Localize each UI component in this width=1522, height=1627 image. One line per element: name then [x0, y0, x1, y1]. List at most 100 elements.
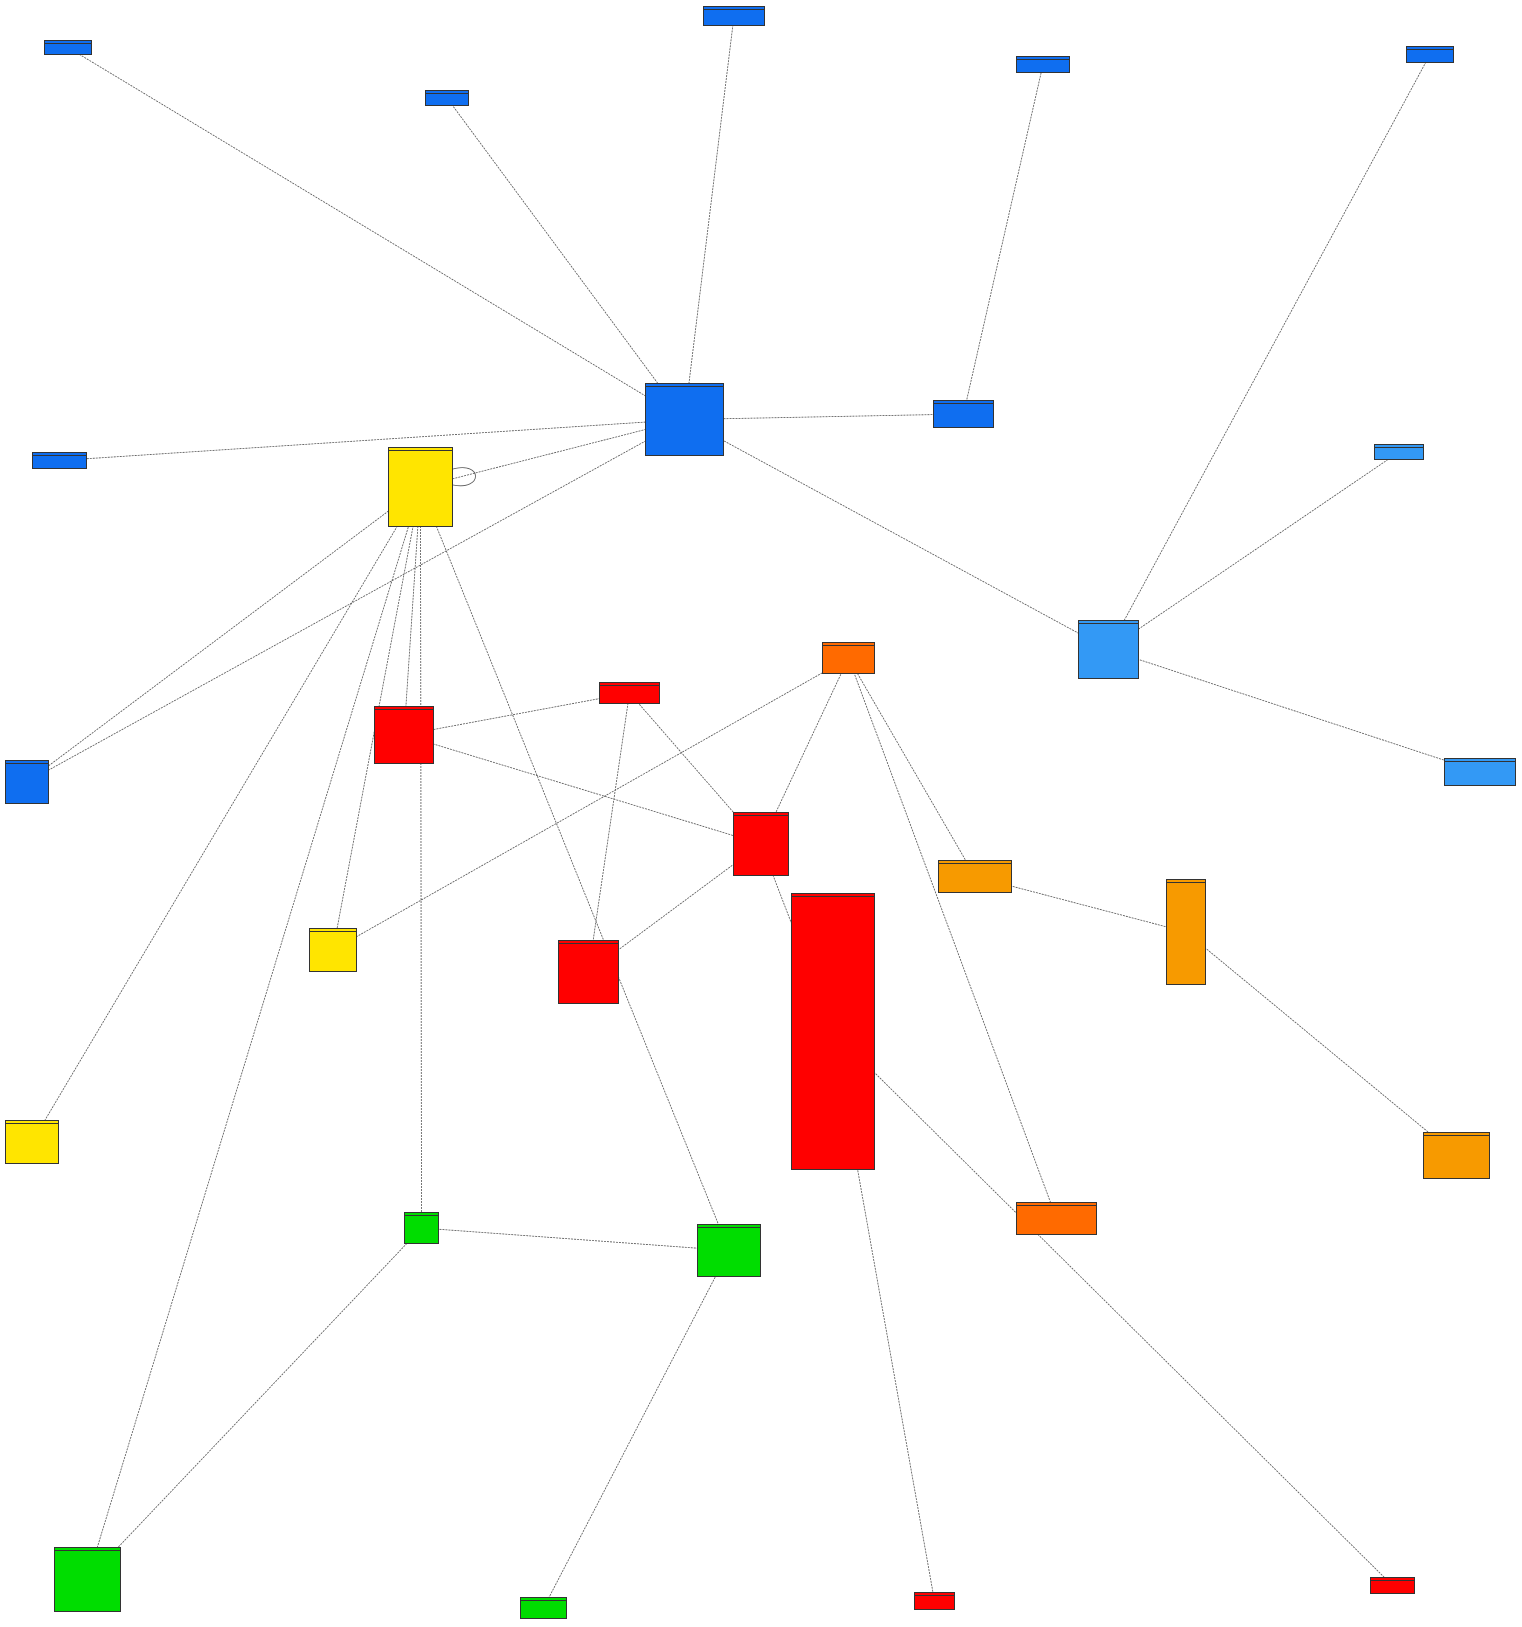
entity-box[interactable]: [1444, 758, 1516, 786]
relationship-line: [832, 1031, 1393, 1586]
entity-fields: [310, 932, 356, 970]
relationship-line: [1108, 649, 1481, 773]
relationship-line: [332, 657, 849, 951]
relationship-line: [963, 64, 1044, 415]
entity-title: [1375, 445, 1423, 448]
entity-field: [391, 524, 450, 526]
entity-fields: [1375, 448, 1423, 456]
relationship-line: [403, 734, 762, 845]
entity-title: [1371, 1578, 1414, 1581]
entity-title: [934, 401, 993, 404]
entity-fields: [521, 1601, 566, 1615]
entity-title: [646, 384, 723, 387]
entity-box[interactable]: [1423, 1132, 1490, 1179]
entity-fields: [1445, 762, 1515, 782]
entity-box[interactable]: [697, 1224, 761, 1277]
entity-box[interactable]: [388, 447, 453, 527]
entity-box[interactable]: [938, 860, 1012, 893]
entity-fields: [559, 944, 618, 1003]
entity-box[interactable]: [933, 400, 994, 428]
entity-box[interactable]: [558, 940, 619, 1004]
entity-fields: [375, 710, 433, 763]
entity-title: [45, 41, 91, 44]
entity-box[interactable]: [914, 1592, 955, 1610]
entity-field: [407, 1229, 436, 1235]
entity-fields: [6, 1124, 58, 1162]
relationship-line: [403, 486, 421, 736]
entity-fields: [1167, 883, 1205, 984]
self-relationship-loop: [452, 467, 476, 487]
entity-title: [405, 1213, 438, 1216]
entity-title: [521, 1598, 566, 1601]
entity-fields: [45, 44, 91, 52]
relationship-line: [420, 486, 422, 1229]
entity-box[interactable]: [1406, 46, 1454, 63]
entity-fields: [1371, 1581, 1414, 1589]
entity-field: [825, 665, 872, 671]
entity-box[interactable]: [374, 706, 434, 764]
entity-box[interactable]: [733, 812, 789, 876]
relationship-line: [1108, 54, 1431, 650]
entity-box[interactable]: [1374, 444, 1424, 460]
entity-box[interactable]: [822, 642, 875, 674]
entity-fields: [734, 816, 788, 875]
relationship-line: [31, 486, 421, 1143]
entity-title: [310, 929, 356, 932]
entity-box[interactable]: [54, 1547, 121, 1612]
entity-box[interactable]: [44, 40, 92, 55]
entity-field: [561, 999, 616, 1003]
entity-fields: [6, 764, 48, 802]
entity-fields: [939, 864, 1011, 890]
entity-title: [559, 941, 618, 944]
relationship-line: [420, 419, 685, 488]
entity-fields: [698, 1228, 760, 1276]
entity-title: [55, 1548, 120, 1551]
entity-box[interactable]: [645, 383, 724, 456]
entity-field: [1169, 980, 1203, 984]
entity-field: [1409, 51, 1451, 57]
entity-title: [1167, 880, 1205, 883]
entity-box[interactable]: [1166, 879, 1206, 985]
entity-title: [734, 813, 788, 816]
entity-title: [1017, 1203, 1096, 1206]
entity-fields: [1079, 624, 1138, 678]
entity-box[interactable]: [425, 90, 469, 106]
entity-fields: [704, 10, 764, 18]
entity-title: [704, 7, 764, 10]
entity-box[interactable]: [1370, 1577, 1415, 1594]
entity-box[interactable]: [309, 928, 357, 972]
entity-fields: [1017, 1206, 1096, 1232]
entity-box[interactable]: [1016, 56, 1070, 73]
entity-title: [915, 1593, 954, 1596]
entity-title: [375, 707, 433, 710]
relationship-line: [26, 486, 421, 783]
relationship-line: [684, 413, 964, 420]
entity-box[interactable]: [404, 1212, 439, 1244]
entity-fields: [426, 94, 468, 105]
entity-box[interactable]: [5, 1120, 59, 1164]
entity-field: [523, 1608, 564, 1614]
relationship-line: [26, 419, 685, 783]
entity-field: [1019, 1225, 1094, 1231]
relationship-line: [403, 692, 630, 736]
entity-field: [1373, 1582, 1412, 1588]
entity-box[interactable]: [520, 1597, 567, 1619]
entity-title: [1079, 621, 1138, 624]
entity-field: [1447, 775, 1513, 781]
entity-fields: [1407, 50, 1453, 58]
entity-field: [706, 11, 762, 17]
entity-field: [312, 963, 354, 969]
relationship-line: [59, 419, 685, 461]
entity-box[interactable]: [791, 893, 875, 1170]
entity-box[interactable]: [599, 682, 660, 704]
entity-box[interactable]: [32, 452, 87, 469]
entity-title: [792, 894, 874, 897]
entity-box[interactable]: [703, 6, 765, 26]
entity-fields: [405, 1216, 438, 1236]
entity-box[interactable]: [1078, 620, 1139, 679]
entity-box[interactable]: [5, 760, 49, 804]
entity-field: [1081, 673, 1136, 678]
entity-title: [1445, 759, 1515, 762]
entity-box[interactable]: [1016, 1202, 1097, 1235]
